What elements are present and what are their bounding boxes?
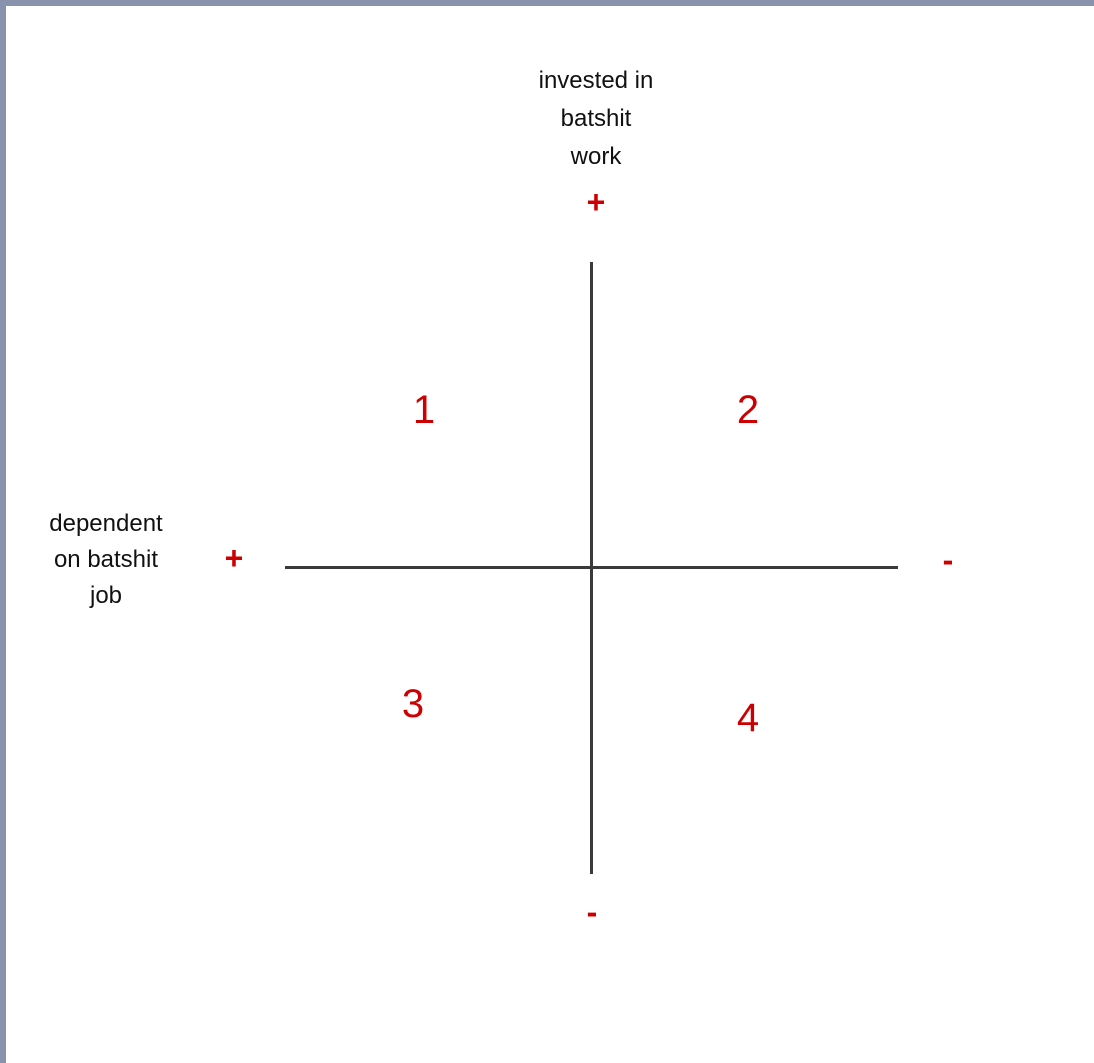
quadrant-label-2: 2: [736, 388, 760, 432]
vertical-axis-top-sign: +: [586, 184, 606, 220]
quadrant-label-3: 3: [401, 682, 425, 726]
vertical-axis-label: invested in batshit work: [496, 62, 696, 176]
vertical-axis-label-line-3: work: [570, 143, 622, 170]
horizontal-axis-label-line-3: job: [89, 582, 123, 609]
horizontal-axis-label-line-1: dependent: [49, 510, 163, 537]
horizontal-axis-line: [285, 566, 898, 569]
vertical-axis-label-line-2: batshit: [560, 105, 632, 132]
vertical-axis-label-line-1: invested in: [538, 67, 654, 94]
horizontal-axis-left-sign: +: [224, 540, 244, 576]
window-frame-top: [0, 0, 1094, 6]
quadrant-label-1: 1: [412, 388, 436, 432]
horizontal-axis-right-sign: -: [942, 542, 954, 578]
horizontal-axis-label: dependent on batshit job: [6, 506, 206, 614]
diagram-canvas: [6, 6, 1094, 1063]
quadrant-label-4: 4: [736, 696, 760, 740]
window-frame-left: [0, 0, 6, 1063]
horizontal-axis-label-line-2: on batshit: [53, 546, 159, 573]
vertical-axis-bottom-sign: -: [586, 894, 598, 930]
